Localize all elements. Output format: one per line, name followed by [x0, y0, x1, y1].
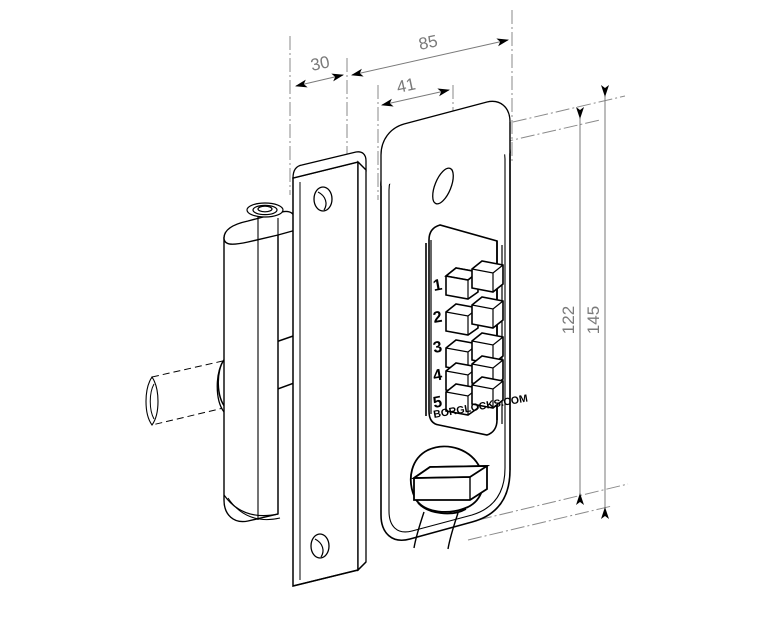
backplate-bottom-edge: [292, 561, 367, 587]
rear-housing-body: [223, 217, 279, 523]
keypad-buttons: [444, 260, 504, 416]
keyway-slot: [432, 167, 454, 205]
dimension-lines-horizontal: [295, 38, 509, 107]
handle-end-cap-inner: [149, 383, 155, 420]
keypad-button-2b-edge: [471, 300, 504, 328]
thumbturn-base: [417, 502, 467, 515]
ext-line-top-slant2: [477, 119, 601, 149]
keypad-row-number-1: 1: [432, 277, 444, 295]
dim-line-30: [295, 73, 344, 88]
keypad-button-row-2[interactable]: [445, 296, 504, 336]
keypad-button-1b[interactable]: [471, 260, 504, 293]
thumbturn-stem-right: [447, 512, 459, 550]
rear-housing-bottom-curve2: [227, 497, 281, 521]
keypad-row-number-5: 5: [432, 394, 444, 412]
rear-housing-bottom-curve: [223, 494, 279, 517]
keypad-button-2a[interactable]: [445, 303, 479, 336]
mounting-backplate: [292, 151, 367, 587]
dimension-label-85: 85: [417, 31, 439, 54]
rear-housing-screw-boss: [246, 202, 284, 218]
keypad-button-row-3[interactable]: [445, 332, 504, 372]
keypad-row-number-4: 4: [432, 367, 444, 385]
dimension-label-30: 30: [309, 52, 331, 75]
handle-end-cap: [145, 376, 159, 426]
keypad-housing-back-top: [380, 100, 511, 186]
dimension-label-122: 122: [559, 306, 578, 334]
screw-boss-inner: [257, 205, 273, 213]
screw-hole-top: [313, 186, 333, 212]
dim-line-85: [351, 38, 509, 77]
dimension-label-41: 41: [395, 74, 417, 97]
thumb-turn-knob[interactable]: [410, 445, 491, 550]
backplate-front-face: [292, 161, 359, 587]
keypad-row-numbers: 1 2 3 4 5: [432, 277, 444, 412]
thumbturn-stem-left: [413, 511, 425, 549]
screw-hole-bottom: [310, 533, 330, 559]
ext-line-bot-slant2: [467, 505, 613, 541]
keypad-button-1b-edge: [471, 264, 504, 292]
keypad-button-5b-edge: [471, 380, 504, 408]
dim-line-41: [381, 88, 450, 107]
thumbturn-lever-edge: [413, 476, 471, 500]
keypad-button-row-1[interactable]: [444, 260, 504, 300]
screw-hole-top-slot: [317, 191, 327, 211]
keypad-button-5b[interactable]: [471, 376, 504, 409]
dimension-label-145: 145: [584, 306, 603, 334]
backplate-right-edge: [357, 160, 367, 572]
keypad-button-row-5[interactable]: [445, 376, 504, 416]
keypad-button-2b[interactable]: [471, 296, 504, 329]
keypad-row-number-2: 2: [432, 309, 444, 327]
keypad-button-5a[interactable]: [445, 383, 479, 416]
keypad-button-3b[interactable]: [471, 332, 504, 365]
backplate-top-edge: [292, 151, 367, 179]
keypad-row-number-3: 3: [432, 339, 444, 357]
dimension-lines-vertical: [576, 85, 609, 519]
screw-hole-bottom-slot: [314, 538, 324, 558]
